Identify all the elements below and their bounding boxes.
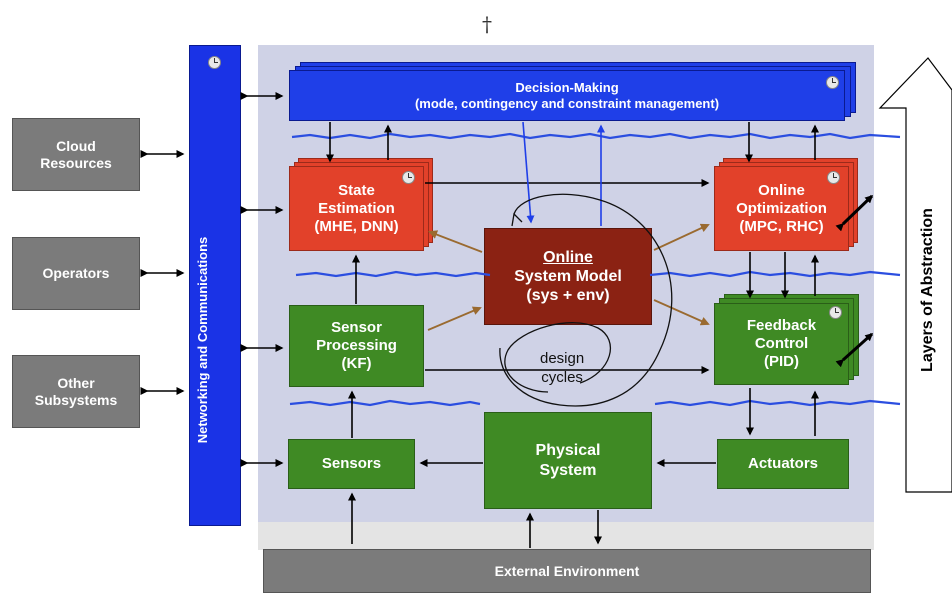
feedback-line3: (PID) (764, 353, 799, 370)
networking-bar (189, 45, 241, 526)
physical-system-box: Physical System (484, 412, 652, 509)
other-subsystems-label: Other Subsystems (34, 374, 118, 408)
decision-making-box: Decision-Making (mode, contingency and c… (289, 70, 845, 121)
model-line3: (sys + env) (526, 287, 610, 305)
clock-icon (826, 76, 839, 89)
online-system-model-box: Online System Model (sys + env) (484, 228, 652, 325)
lower-gray-band (258, 520, 874, 550)
decision-subtitle: (mode, contingency and constraint manage… (414, 95, 720, 111)
clock-icon (829, 306, 842, 319)
environment-label: External Environment (494, 562, 640, 579)
layers-arrow-shape (878, 57, 952, 493)
other-subsystems-box: Other Subsystems (12, 355, 140, 428)
feedback-line1: Feedback (746, 317, 817, 334)
design-cycles-line2: cycles (541, 368, 583, 386)
optimization-line3: (MPC, RHC) (739, 217, 824, 235)
physical-line1: Physical (535, 442, 601, 460)
design-cycles-line1: design (540, 350, 585, 367)
layers-of-abstraction-label: Layers of Abstraction (919, 208, 936, 372)
state-estimation-box: State Estimation (MHE, DNN) (289, 166, 424, 251)
decision-title: Decision-Making (515, 79, 619, 95)
clock-icon (402, 171, 415, 184)
sensor-processing-line3: (KF) (341, 355, 372, 372)
actuators-box: Actuators (717, 439, 849, 489)
operators-label: Operators (42, 265, 110, 282)
sensors-box: Sensors (288, 439, 415, 489)
sensors-label: Sensors (321, 455, 382, 472)
sensor-processing-line1: Sensor (331, 319, 382, 336)
feedback-control-box: Feedback Control (PID) (714, 303, 849, 385)
online-optimization-box: Online Optimization (MPC, RHC) (714, 166, 849, 251)
model-line2: System Model (514, 267, 622, 285)
state-line2: Estimation (318, 199, 395, 217)
optimization-line2: Optimization (736, 199, 827, 217)
operators-box: Operators (12, 237, 140, 310)
clock-icon (827, 171, 840, 184)
design-cycles-label: design cycles (540, 350, 584, 388)
sensor-processing-box: Sensor Processing (KF) (289, 305, 424, 387)
sensor-processing-line2: Processing (316, 337, 397, 354)
networking-label: Networking and Communications (194, 236, 210, 444)
cloud-resources-label: Cloud Resources (40, 137, 112, 171)
cloud-resources-box: Cloud Resources (12, 118, 140, 191)
clock-icon (208, 56, 221, 69)
model-line1: Online (543, 248, 593, 266)
optimization-line1: Online (758, 181, 805, 199)
dagger-mark: † (482, 12, 492, 36)
actuators-label: Actuators (747, 455, 818, 472)
external-environment-box: External Environment (263, 549, 871, 593)
state-line1: State (338, 181, 375, 199)
state-line3: (MHE, DNN) (314, 217, 399, 235)
feedback-line2: Control (754, 335, 809, 352)
physical-line2: System (539, 461, 597, 479)
